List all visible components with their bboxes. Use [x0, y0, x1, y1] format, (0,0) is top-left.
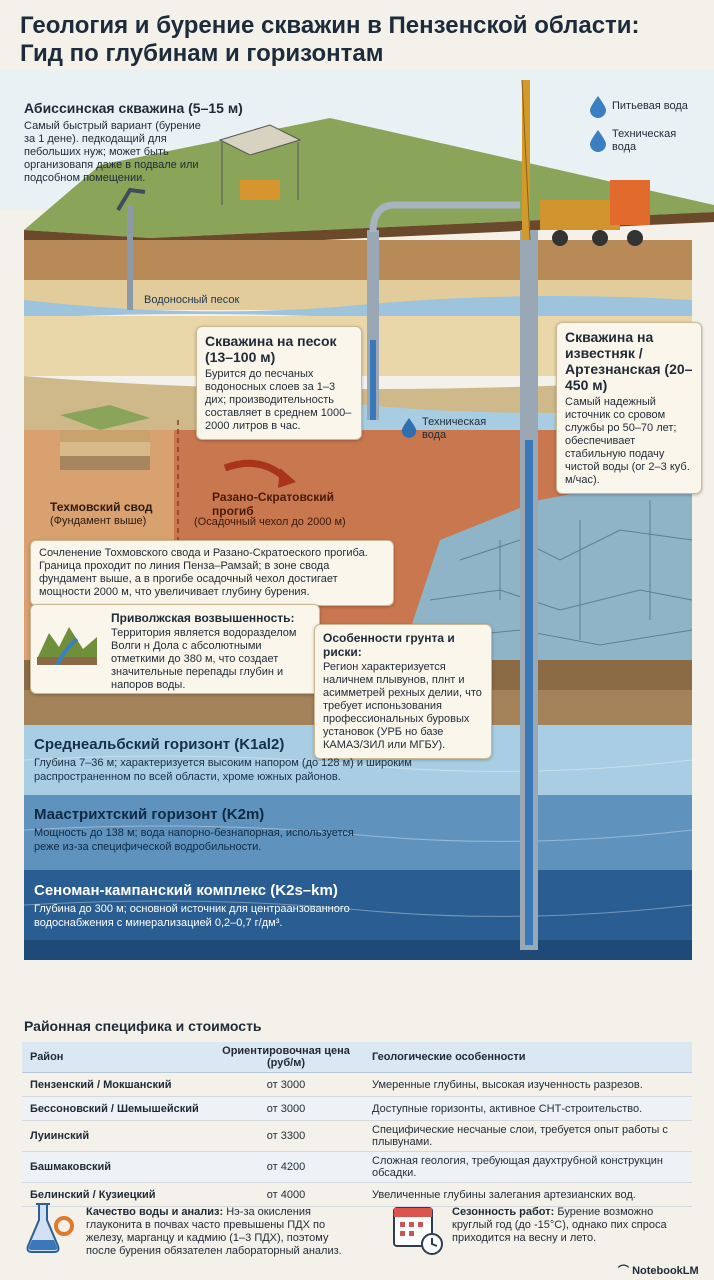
tech-water-label: Техническая вода [422, 416, 487, 441]
brand-icon: ⌒ [618, 1265, 633, 1277]
horizon-k1al2-title: Среднеальбский горизонт (K1al2) [34, 736, 285, 753]
price-cell: от 3000 [208, 1096, 364, 1121]
aquifer-sand-label: Водоносный песок [144, 294, 240, 306]
artesian-well-water [525, 440, 533, 945]
season-text: Бурение возможно круглый год (до -15°С),… [452, 1206, 667, 1244]
risks-callout: Особенности грунта и риски: Регион харак… [314, 624, 492, 759]
lab-flask-gear-icon [26, 1200, 76, 1256]
sand-well-desc: Бурится до песчаных водоносных слоев за … [205, 368, 352, 432]
header-district: Район [22, 1042, 208, 1073]
district-cell: Пензенский / Мокшанский [22, 1072, 208, 1097]
quality-title: Качество воды и анализ: [86, 1206, 224, 1218]
drinking-water-drop-icon [588, 94, 608, 118]
district-table: Район Ориентировочная цена (руб/м) Геоло… [22, 1042, 692, 1207]
junction-note-text: Сочленение Тохмовского свода и Разано-Ск… [39, 547, 368, 598]
table-row: Башмаковский от 4200 Сложная геология, т… [22, 1151, 692, 1183]
brand-name: NotebookLM [632, 1265, 699, 1277]
horizon-bottom [24, 940, 692, 960]
junction-note-callout: Сочленение Тохмовского свода и Разано-Ск… [30, 540, 394, 606]
brand-logo: ⌒ NotebookLM [618, 1262, 699, 1278]
tokhmov-title: Техмовский свод [50, 500, 153, 514]
abyssinian-title: Абиссинская скважина (5–15 м) [24, 100, 243, 116]
legend-tech-water: Техническая вода [612, 128, 677, 153]
quality-note: Качество воды и анализ: Нэ-за окисления … [86, 1206, 356, 1258]
horizon-k2s-title: Сеноман-кампанский комплекс (K2s–km) [34, 882, 338, 899]
horizon-k2m [24, 795, 692, 870]
features-cell: Сложная геология, требующая даухтрубной … [364, 1151, 692, 1183]
price-cell: от 3300 [208, 1120, 364, 1152]
razano-title: Разано-Скратовский прогиб [212, 490, 334, 518]
water-waves [23, 755, 693, 917]
features-cell: Специфические несчаные слои, требуется о… [364, 1120, 692, 1152]
horizon-k1al2-desc: Глубина 7–36 м; характеризуется высоким … [34, 757, 412, 783]
artesian-callout: Скважина на известняк / Артезнанская (20… [556, 322, 702, 494]
season-note: Сезонность работ: Бурение возможно кругл… [452, 1206, 692, 1245]
volga-desc: Территория является водоразделом Волги н… [111, 627, 297, 691]
artesian-title: Скважина на известняк / Артезнанская (20… [565, 329, 693, 393]
volga-title: Приволжская возвышенность: [111, 611, 295, 625]
abyssinian-pipe [127, 205, 133, 310]
horizon-k2s-desc: Глубина до 300 м; основной источник для … [34, 903, 350, 929]
page-title-line1: Геология и бурение скважин в Пензенской … [20, 12, 640, 39]
table-row: Луиинский от 3300 Специфические несчаные… [22, 1120, 692, 1152]
features-cell: Увеличенные глубины залегания артезианск… [364, 1182, 692, 1207]
sand-well-callout: Скважина на песок (13–100 м) Бурится до … [196, 326, 362, 440]
sand-well-title: Скважина на песок (13–100 м) [205, 333, 337, 365]
horizon-k2m-title: Маастрихтский горизонт (K2m) [34, 806, 265, 823]
table-row: Пензенский / Мокшанский от 3000 Умеренны… [22, 1072, 692, 1097]
mountains-river-icon [37, 619, 97, 666]
sand-well-water [370, 340, 376, 420]
tech-water-drop-icon [588, 128, 608, 152]
loam-layer [24, 240, 692, 280]
drilling-rig-icon [521, 79, 650, 246]
price-cell: от 4200 [208, 1151, 364, 1183]
table-row: Белинский / Кузиецкий от 4000 Увеличенны… [22, 1182, 692, 1207]
header-features: Геологические особенности [364, 1042, 692, 1073]
page-title-line2: Гид по глубинам и горизонтам [20, 40, 384, 67]
price-cell: от 3000 [208, 1072, 364, 1097]
razano-sub: (Осадочный чехол до 2000 м) [194, 516, 346, 528]
risks-title: Особенности грунта и риски: [323, 631, 455, 659]
abyssinian-desc: Самый быстрый вариант (бурение за 1 дене… [24, 120, 201, 184]
artesian-desc: Самый надежный источник со сровом службы… [565, 396, 690, 486]
legend-drinking-water: Питьевая вода [612, 100, 688, 112]
layers-block-icon [60, 405, 150, 470]
district-cell: Башмаковский [22, 1151, 208, 1183]
district-cell: Луиинский [22, 1120, 208, 1152]
volga-callout: Приволжская возвышенность: Территория яв… [30, 604, 320, 694]
table-header-row: Район Ориентировочная цена (руб/м) Геоло… [22, 1042, 692, 1073]
limestone-cliff [400, 470, 692, 660]
shed-icon [218, 124, 302, 205]
tech-water-drop-icon-2 [400, 416, 418, 438]
table-row: Бессоновский / Шемышейский от 3000 Досту… [22, 1096, 692, 1121]
page-title: Геология и бурение скважин в Пензенской … [20, 12, 700, 68]
calendar-clock-icon [392, 1200, 444, 1256]
district-cell: Бессоновский / Шемышейский [22, 1096, 208, 1121]
hand-pump-icon [116, 187, 146, 212]
header-price: Ориентировочная цена (руб/м) [208, 1042, 364, 1073]
features-cell: Умеренные глубины, высокая изученность р… [364, 1072, 692, 1097]
quality-text: Нэ-за окисления глауконита в почвах част… [86, 1206, 342, 1257]
tokhmov-sub: (Фундамент выше) [50, 515, 147, 527]
features-cell: Доступные горизонты, активное СНТ-строит… [364, 1096, 692, 1121]
district-cell: Белинский / Кузиецкий [22, 1182, 208, 1207]
horizon-k2m-desc: Мощность до 138 м; вода напорно-безнапор… [34, 827, 354, 853]
red-arrow-head [278, 468, 296, 488]
season-title: Сезонность работ: [452, 1206, 555, 1218]
connecting-pipe [369, 201, 520, 233]
price-cell: от 4000 [208, 1182, 364, 1207]
table-title: Районная специфика и стоимость [24, 1018, 262, 1034]
risks-desc: Регион характеризуется наличнем плывунов… [323, 661, 482, 751]
